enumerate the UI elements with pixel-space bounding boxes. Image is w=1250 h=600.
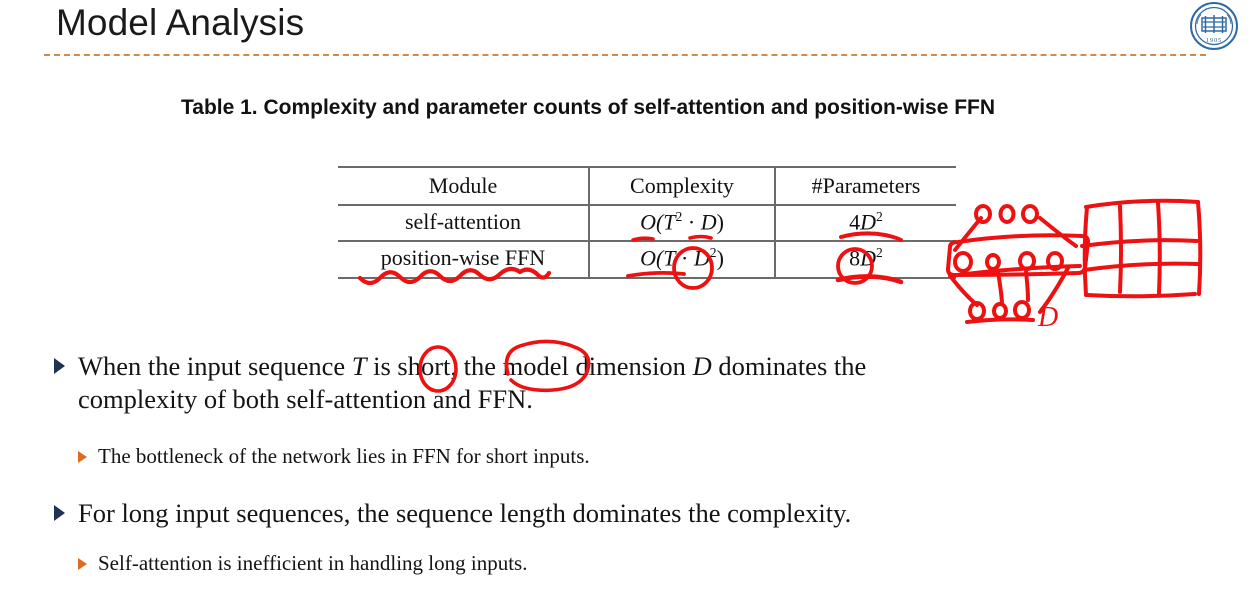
bullet-item-2: The bottleneck of the network lies in FF… xyxy=(78,443,590,470)
sub-bullet-triangle-icon xyxy=(78,451,87,463)
params-exponent: 2 xyxy=(876,209,883,224)
complexity-table: Module Complexity #Parameters self-atten… xyxy=(338,166,956,279)
bullet-item-4: Self-attention is inefficient in handlin… xyxy=(78,550,527,577)
big-o-prefix: O( xyxy=(640,209,664,235)
bullet-item-1: When the input sequence T is short, the … xyxy=(54,350,1174,416)
complexity-suffix: ) xyxy=(716,209,724,235)
table-row: position-wise FFN O(T · D2) 8D2 xyxy=(338,241,956,279)
header-module: Module xyxy=(338,166,589,206)
bullet-1-var-T: T xyxy=(351,351,367,381)
complexity-operator: · xyxy=(682,209,701,235)
complexity-var-T: T xyxy=(663,209,676,235)
table-caption: Table 1. Complexity and parameter counts… xyxy=(181,96,996,119)
params-coefficient: 4 xyxy=(849,209,861,235)
title-divider xyxy=(44,54,1206,56)
bullet-1-line2: complexity of both self-attention and FF… xyxy=(78,384,533,414)
bullet-3-text: For long input sequences, the sequence l… xyxy=(78,498,852,528)
bullet-1-text-c: dominates the xyxy=(711,351,867,381)
complexity-var-D: D xyxy=(693,245,710,271)
header-complexity: Complexity xyxy=(588,166,775,206)
bullet-1-text-a: When the input sequence xyxy=(78,351,352,381)
table-row: self-attention O(T2 · D) 4D2 xyxy=(338,205,956,243)
complexity-operator: · xyxy=(675,245,694,271)
table-header-row: Module Complexity #Parameters xyxy=(338,166,956,206)
cell-module-self-attention: self-attention xyxy=(338,205,589,243)
bullet-item-3: For long input sequences, the sequence l… xyxy=(54,497,851,530)
svg-text:1905: 1905 xyxy=(1206,37,1222,44)
big-o-prefix: O( xyxy=(640,245,664,271)
complexity-var-T: T xyxy=(663,245,676,271)
params-exponent: 2 xyxy=(876,245,883,261)
sub-bullet-triangle-icon xyxy=(78,558,87,570)
cell-module-position-wise-ffn: position-wise FFN xyxy=(338,241,589,279)
bullet-triangle-icon xyxy=(54,358,65,374)
matrix-grid-sketch xyxy=(1080,198,1203,299)
bullet-2-text: The bottleneck of the network lies in FF… xyxy=(98,444,590,468)
header-parameters: #Parameters xyxy=(774,166,956,206)
params-coefficient: 8 xyxy=(849,245,861,271)
bullet-4-text: Self-attention is inefficient in handlin… xyxy=(98,551,528,575)
bullet-1-text-b: is short, the model dimension xyxy=(366,351,693,381)
sketch-label-D: D xyxy=(1037,302,1058,333)
page-title: Model Analysis xyxy=(56,2,305,43)
cell-parameters-position-wise-ffn: 8D2 xyxy=(774,241,956,279)
cell-parameters-self-attention: 4D2 xyxy=(774,205,956,243)
complexity-exp-D: 2 xyxy=(709,245,717,261)
params-var-D: D xyxy=(860,245,877,271)
params-var-D: D xyxy=(860,209,877,235)
cell-complexity-position-wise-ffn: O(T · D2) xyxy=(588,241,775,279)
cell-complexity-self-attention: O(T2 · D) xyxy=(588,205,775,243)
complexity-exp-T: 2 xyxy=(675,209,683,224)
complexity-suffix: ) xyxy=(716,245,724,271)
bullet-triangle-icon xyxy=(54,505,65,521)
bullet-1-var-D: D xyxy=(692,351,712,381)
ffn-network-sketch xyxy=(946,204,1090,324)
fudan-university-logo-icon: 1905 xyxy=(1189,1,1239,51)
complexity-var-D: D xyxy=(700,209,717,235)
